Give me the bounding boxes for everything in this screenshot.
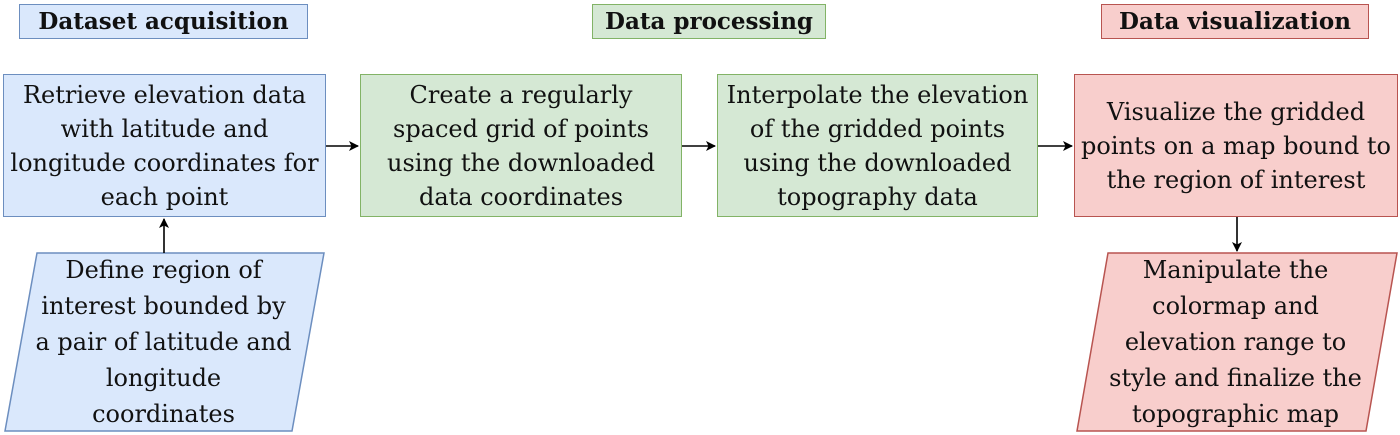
input-manipulate-colormap: Manipulate the colormap and elevation ra… (1109, 256, 1362, 428)
step-create-grid: Create a regularly spaced grid of points… (360, 74, 682, 217)
step-interpolate-elevation: Interpolate the elevation of the gridded… (717, 74, 1038, 217)
input-define-region: Define region of interest bounded by a p… (35, 256, 292, 428)
input-shape-manipulate (1076, 252, 1398, 432)
input-shape-define-region (4, 252, 325, 432)
step-visualize-map: Visualize the gridded points on a map bo… (1074, 74, 1398, 217)
header-dataset-acquisition: Dataset acquisition (19, 4, 308, 39)
header-data-visualization: Data visualization (1101, 4, 1369, 39)
step-retrieve-elevation: Retrieve elevation data with latitude an… (3, 74, 326, 217)
header-data-processing: Data processing (592, 4, 826, 39)
